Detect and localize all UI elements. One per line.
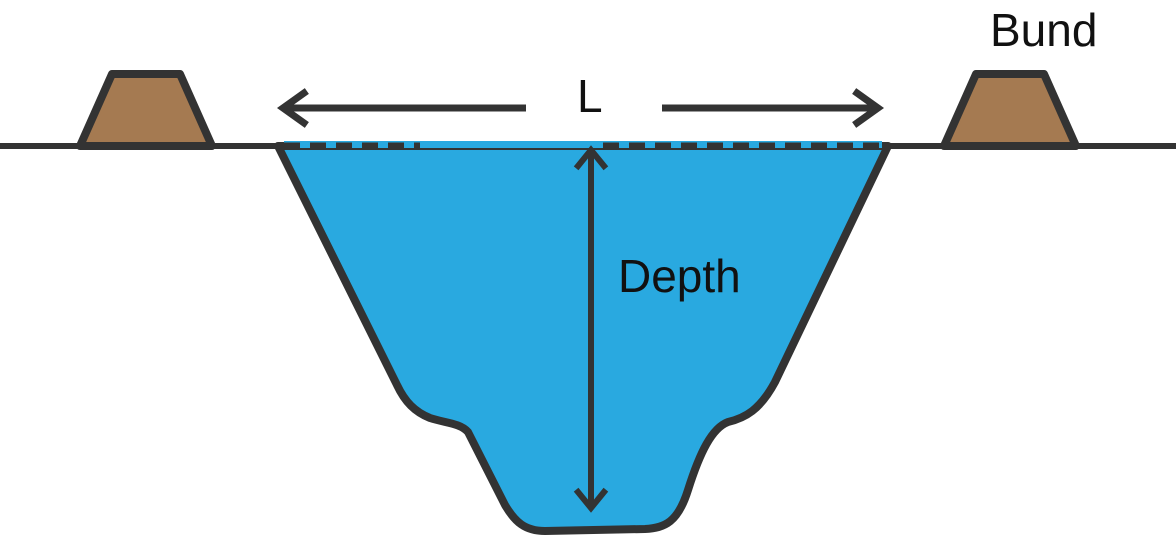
length-arrow-right [662,88,885,128]
depth-arrow [573,145,609,513]
length-label: L [577,70,603,122]
length-arrow-left [276,88,526,128]
bund-left [76,70,216,150]
water-body [274,142,892,535]
bund-right [940,70,1080,150]
water-surface-mask [284,141,882,148]
bund-label: Bund [990,4,1097,56]
depth-label: Depth [618,250,741,302]
